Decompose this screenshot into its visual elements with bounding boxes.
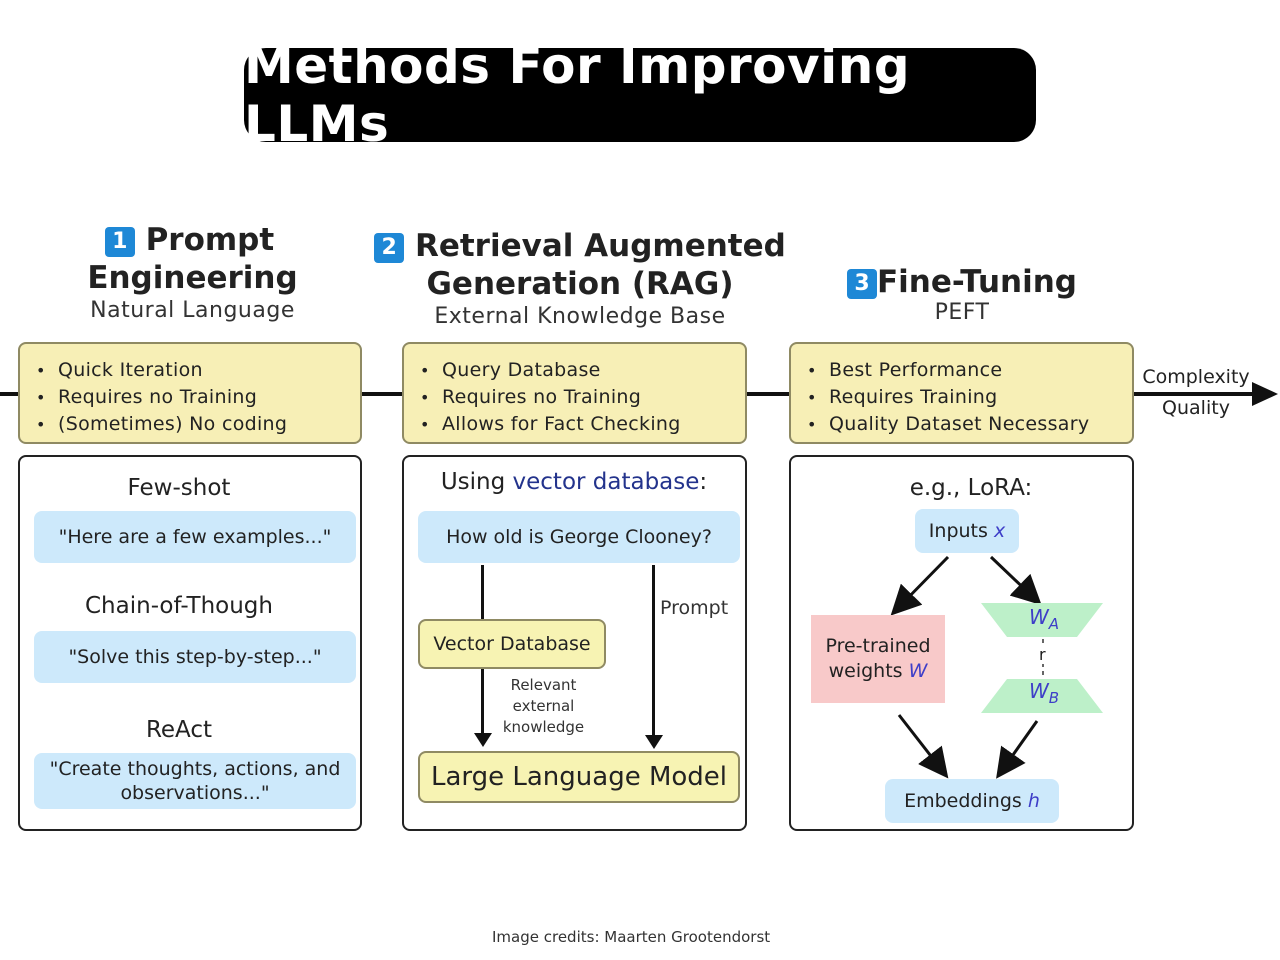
feature-item: •Allows for Fact Checking xyxy=(420,413,681,435)
title-banner: Methods For Improving LLMs xyxy=(244,37,1036,153)
embeddings-box: Embeddings h xyxy=(885,779,1059,823)
vector-database-box: Vector Database xyxy=(418,619,606,669)
wa-trapezoid xyxy=(981,603,1103,637)
rag-panel-heading: Using vector database: xyxy=(440,469,708,495)
connector-line xyxy=(652,565,655,737)
section-2-number-badge: 2 xyxy=(374,232,405,263)
arrow-down-icon xyxy=(474,733,492,747)
section-1-heading-line1: Prompt xyxy=(145,222,275,258)
feature-item: •Best Performance xyxy=(807,359,1003,381)
section-3-lora-panel: e.g., LoRA: Inputs x WA r WB Pre-trained… xyxy=(789,455,1134,831)
example-label-few-shot: Few-shot xyxy=(127,475,231,501)
feature-item: •Requires Training xyxy=(807,386,998,408)
lora-panel-heading: e.g., LoRA: xyxy=(909,475,1033,501)
axis-label-complexity: Complexity xyxy=(1142,366,1250,388)
feature-item: •Quick Iteration xyxy=(36,359,203,381)
wb-trapezoid xyxy=(981,679,1103,713)
page-title: Methods For Improving LLMs xyxy=(244,37,911,153)
wb-label: WB xyxy=(1029,679,1060,707)
arrow-down-icon xyxy=(645,735,663,749)
section-1-number-badge: 1 xyxy=(104,226,135,257)
section-3-number-badge: 3 xyxy=(847,268,877,299)
timeline-arrow-icon xyxy=(1252,382,1278,406)
relevant-knowledge-label: Relevant external knowledge xyxy=(502,676,585,736)
section-2-heading-line1: Retrieval Augmented xyxy=(414,228,786,264)
arrow-wb-to-embeddings xyxy=(996,720,1039,779)
example-chip-chain-of-thought: "Solve this step-by-step..." xyxy=(34,631,356,683)
connector-line xyxy=(481,565,484,619)
feature-item: •(Sometimes) No coding xyxy=(36,413,288,435)
wa-label: WA xyxy=(1029,605,1060,633)
arrow-weights-to-embeddings xyxy=(897,714,949,779)
large-language-model-box: Large Language Model xyxy=(418,751,740,803)
feature-item: •Requires no Training xyxy=(36,386,258,408)
section-2-header: 2 Retrieval Augmented Generation (RAG) E… xyxy=(360,228,800,329)
rag-query-chip: How old is George Clooney? xyxy=(418,511,740,563)
section-3-subtitle: PEFT xyxy=(934,300,990,325)
feature-item: •Quality Dataset Necessary xyxy=(807,413,1090,435)
section-1-feature-box: •Quick Iteration •Requires no Training •… xyxy=(18,342,362,444)
section-1-header: 1 Prompt Engineering Natural Language xyxy=(20,222,365,323)
image-credits: Image credits: Maarten Grootendorst xyxy=(492,928,771,946)
pretrained-weights-box: Pre-trained weights W xyxy=(811,615,945,703)
arrow-inputs-to-weights xyxy=(890,555,950,616)
arrow-inputs-to-wa xyxy=(989,555,1042,606)
feature-item: •Query Database xyxy=(420,359,601,381)
rank-label: r xyxy=(1037,645,1048,664)
section-2-heading-line2: Generation (RAG) xyxy=(426,266,734,302)
example-chip-react: "Create thoughts, actions, and observati… xyxy=(34,753,356,809)
section-2-rag-panel: Using vector database: How old is George… xyxy=(402,455,747,831)
section-3-feature-box: •Best Performance •Requires Training •Qu… xyxy=(789,342,1134,444)
section-2-feature-box: •Query Database •Requires no Training •A… xyxy=(402,342,747,444)
prompt-label: Prompt xyxy=(660,597,729,619)
connector-line xyxy=(481,669,484,733)
section-1-heading-line2: Engineering xyxy=(87,260,298,296)
section-2-subtitle: External Knowledge Base xyxy=(434,304,726,329)
example-chip-few-shot: "Here are a few examples..." xyxy=(34,511,356,563)
section-3-heading: Fine-Tuning xyxy=(877,264,1077,300)
axis-label-quality: Quality xyxy=(1162,397,1230,419)
example-label-chain-of-thought: Chain-of-Though xyxy=(85,593,273,619)
example-label-react: ReAct xyxy=(145,717,213,743)
section-1-subtitle: Natural Language xyxy=(90,298,295,323)
lora-inputs-box: Inputs x xyxy=(915,509,1019,553)
section-1-examples-panel: Few-shot "Here are a few examples..." Ch… xyxy=(18,455,362,831)
feature-item: •Requires no Training xyxy=(420,386,642,408)
rag-panel-heading-highlight: vector database xyxy=(512,469,700,495)
lora-flow-arrows xyxy=(890,555,1103,779)
